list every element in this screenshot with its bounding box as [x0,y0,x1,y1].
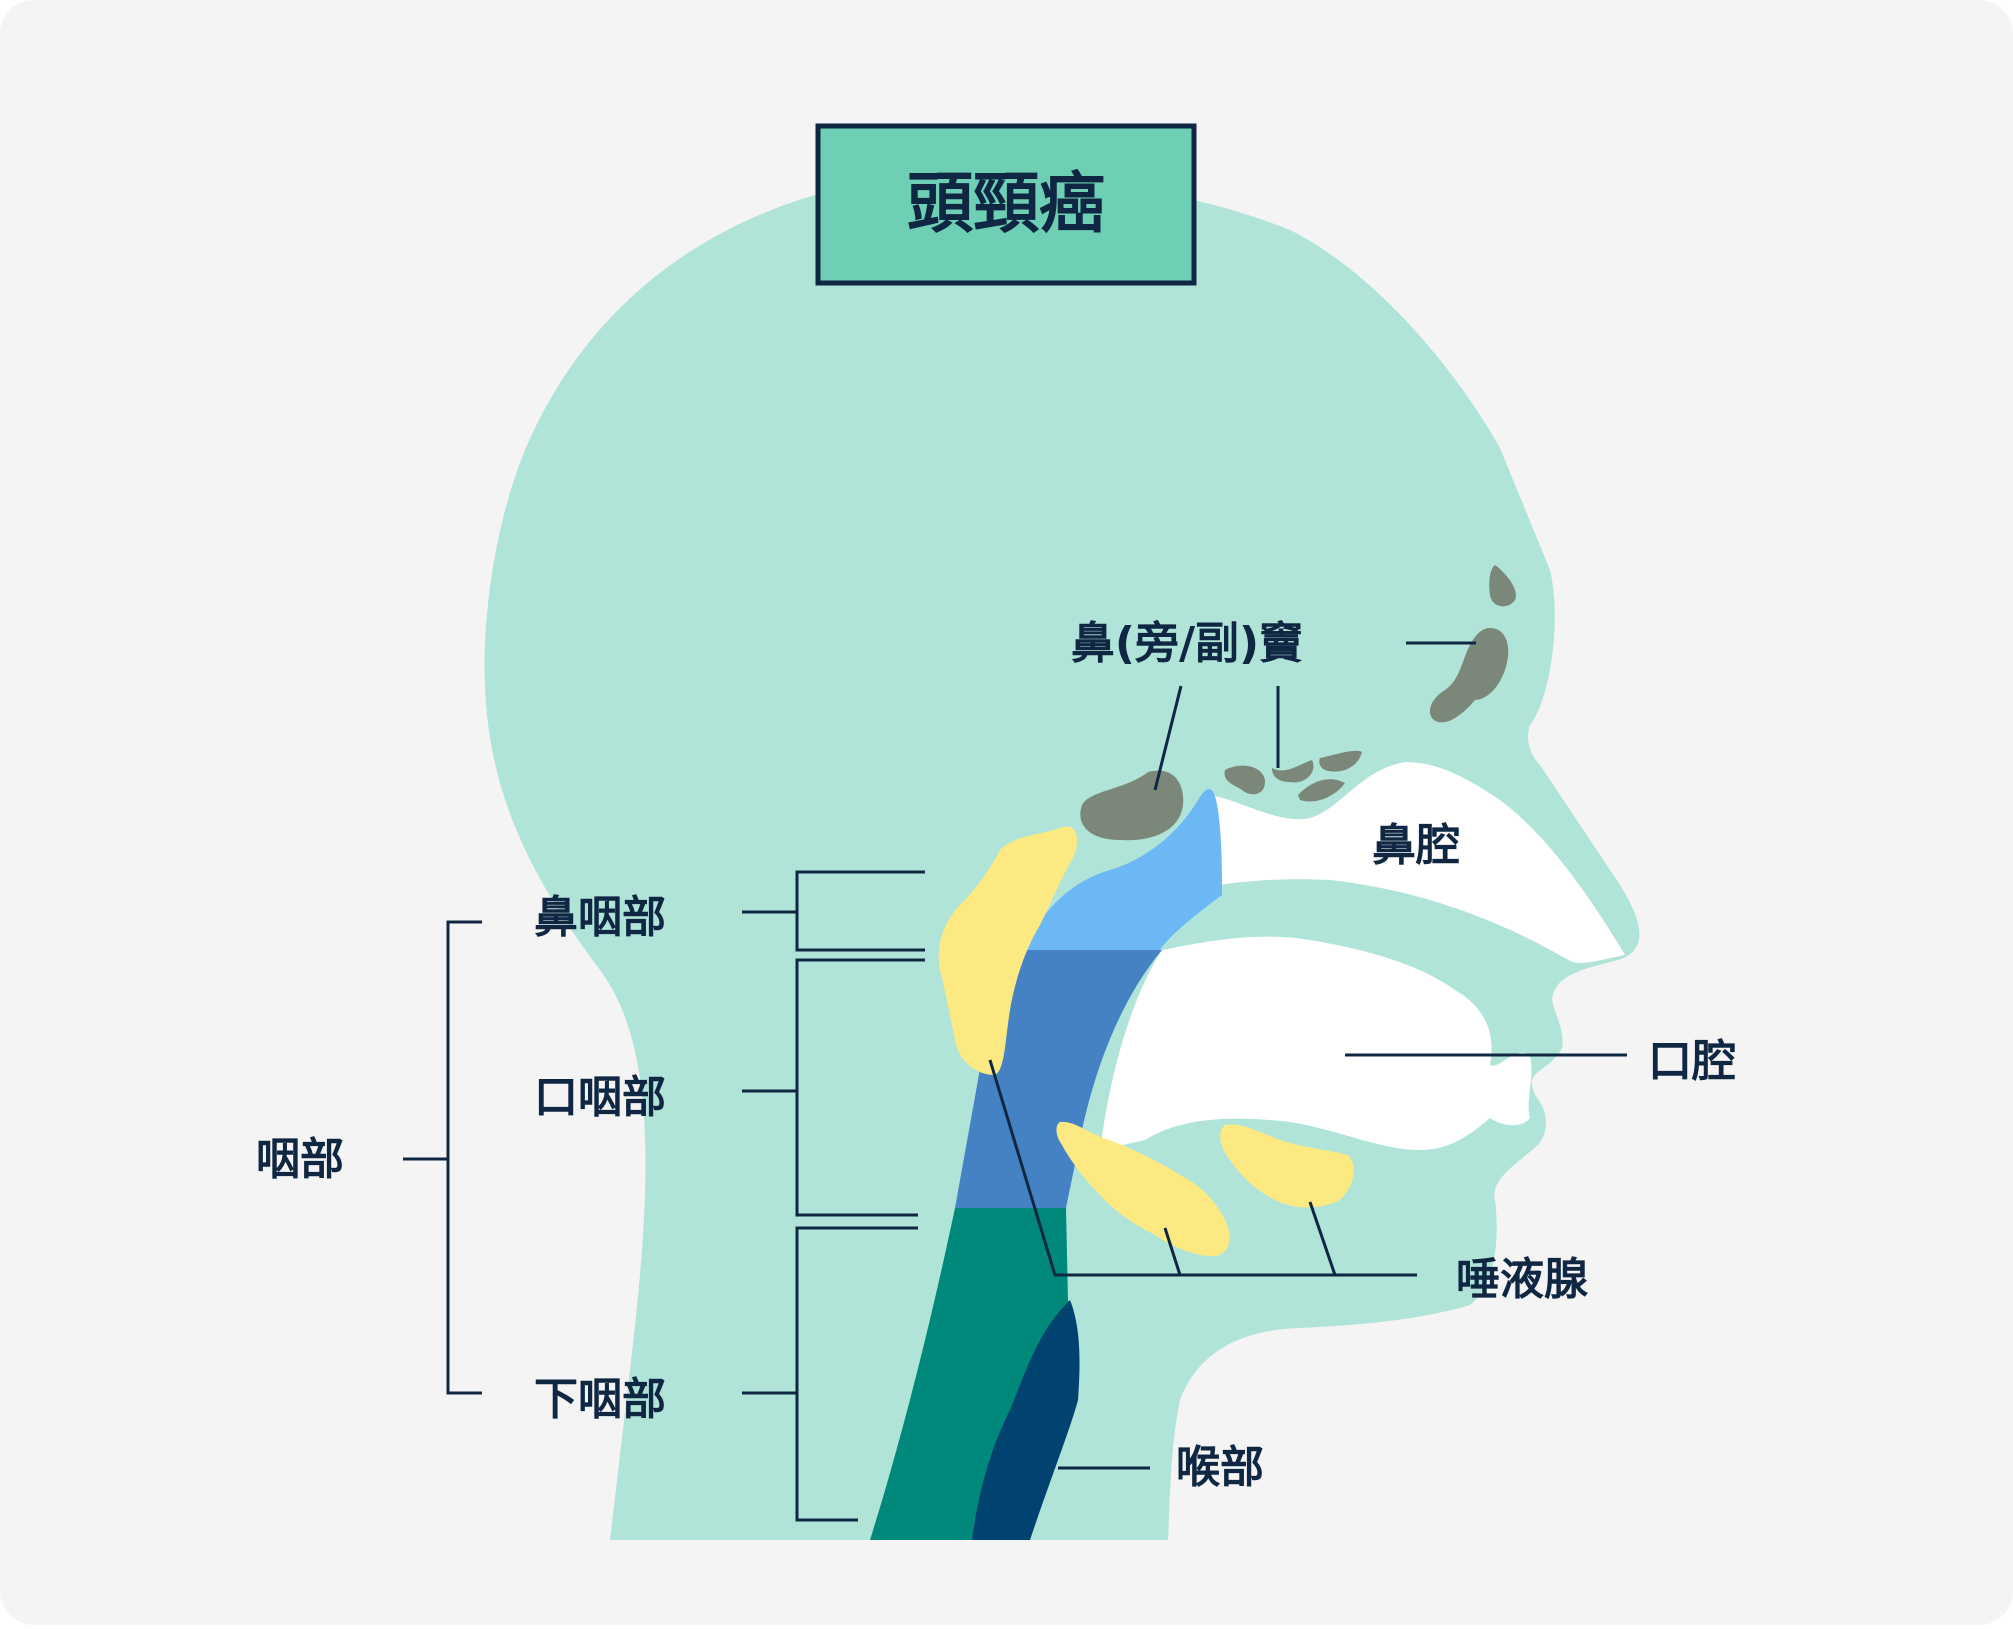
nasal-cavity [1210,762,1625,963]
label-oropharynx: 口咽部 [534,1072,666,1123]
title-box [815,123,1197,286]
salivary-leader-2 [1163,1227,1182,1276]
salivary-glands-group [938,826,1354,1257]
label-nasopharynx: 鼻咽部 [534,892,666,943]
oral-cavity [1100,936,1532,1150]
sinus-ethmoid-1 [1224,765,1266,795]
salivary-leader [988,1059,1417,1277]
label-hypopharynx: 下咽部 [534,1374,666,1425]
nasopharynx-region [1023,789,1222,950]
oropharynx-bracket [795,958,925,1217]
sinus-frontal-lower [1429,628,1509,723]
sinus-ethmoid-3 [1319,750,1362,772]
sinus-ethmoid-2 [1272,760,1314,783]
page-title: 頭頸癌 [907,165,1105,242]
label-oral-cavity: 口腔 [1648,1036,1736,1087]
label-larynx: 喉部 [1176,1442,1264,1493]
sinus-ethmoid-4 [1298,779,1345,802]
salivary-gland-parotid [938,826,1077,1075]
sinus-leader-1 [1153,685,1183,791]
sinus-maxillary [1080,770,1184,841]
label-pharynx: 咽部 [256,1134,344,1185]
label-salivary-glands: 唾液腺 [1456,1254,1589,1305]
sinus-group [1080,565,1516,841]
salivary-leader-3 [1308,1201,1337,1276]
salivary-gland-submandibular [1056,1121,1230,1257]
sinus-frontal-upper [1489,565,1516,607]
label-sinus: 鼻(旁/副)竇 [1071,618,1303,669]
leader-lines [403,641,1627,1522]
salivary-gland-sublingual [1220,1124,1354,1208]
larynx-region [972,1300,1080,1540]
hypopharynx-bracket [795,1226,918,1522]
label-nasal-cavity: 鼻腔 [1372,820,1460,871]
